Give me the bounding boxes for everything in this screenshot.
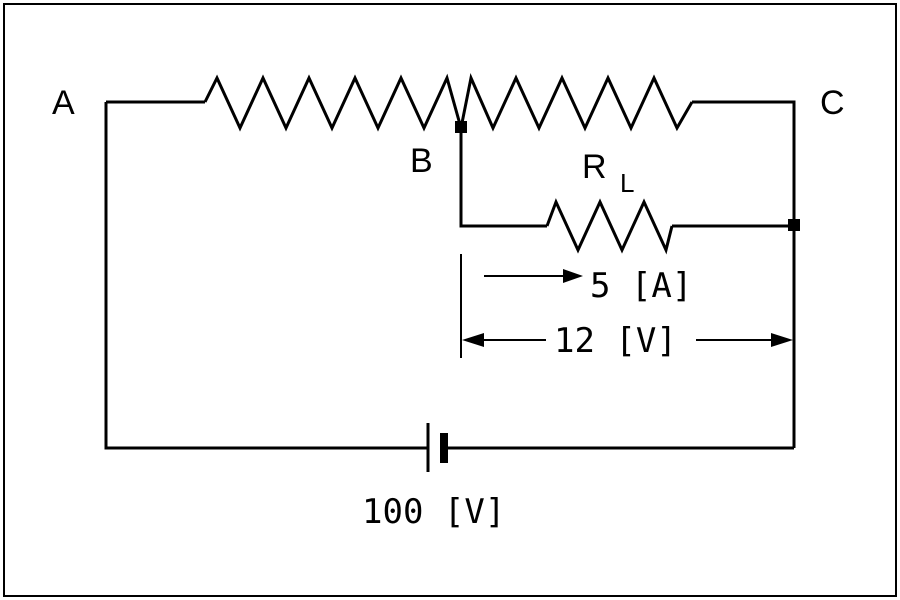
- junction-c: [788, 219, 800, 231]
- node-label-a: A: [52, 84, 75, 122]
- voltage-arrow-right-head: [771, 333, 793, 347]
- junction-b: [455, 121, 467, 133]
- load-resistor: [545, 198, 674, 255]
- voltage-arrow-left-head: [462, 333, 484, 347]
- wire-top-right: [692, 100, 796, 448]
- wire-branch-b: [459, 128, 547, 228]
- wire-left: [104, 102, 428, 450]
- load-resistor-subscript: L: [620, 168, 634, 198]
- current-arrow-head: [563, 269, 583, 283]
- current-label: 5 [A]: [590, 266, 692, 306]
- voltage-label: 12 [V]: [554, 321, 677, 361]
- load-resistor-symbol: R: [582, 148, 607, 186]
- node-label-b: B: [410, 142, 433, 180]
- source-voltage-label: 100 [V]: [362, 492, 505, 532]
- node-label-c: C: [820, 84, 845, 122]
- diagram-frame: [3, 3, 897, 597]
- potentiometer-resistor: [203, 73, 694, 132]
